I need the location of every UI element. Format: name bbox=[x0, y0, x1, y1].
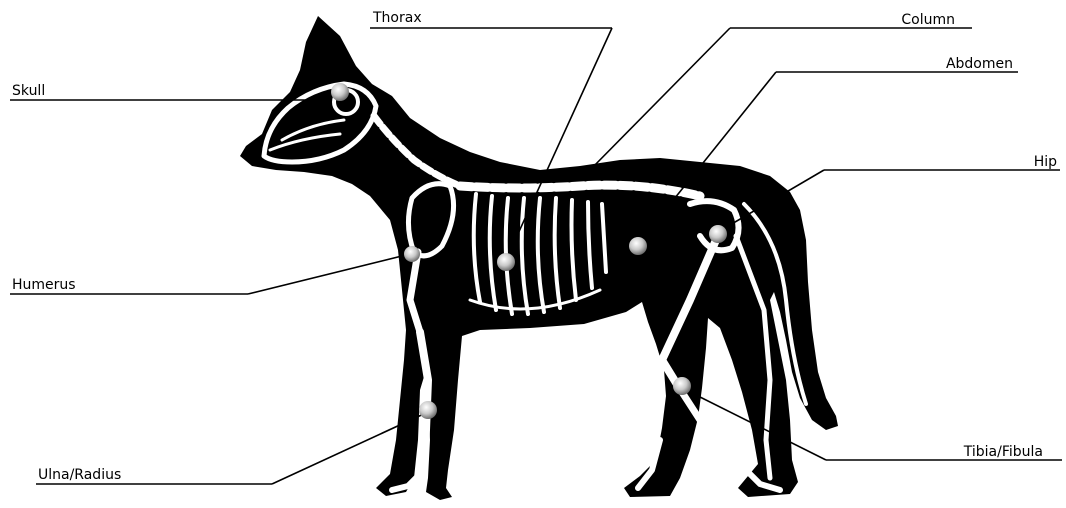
label-tibia-fibula: Tibia/Fibula bbox=[963, 444, 1043, 460]
label-skull: Skull bbox=[12, 83, 45, 99]
ulna-radius-marker[interactable] bbox=[419, 401, 437, 419]
thorax-marker[interactable] bbox=[497, 253, 515, 271]
label-ulna-radius: Ulna/Radius bbox=[38, 467, 121, 483]
hip-marker[interactable] bbox=[709, 225, 727, 243]
label-thorax: Thorax bbox=[372, 10, 422, 26]
tibia-fibula-marker[interactable] bbox=[673, 377, 691, 395]
column-leader bbox=[590, 28, 730, 170]
label-hip: Hip bbox=[1034, 154, 1057, 170]
humerus-marker[interactable] bbox=[404, 246, 420, 262]
ulna-radius-bone bbox=[420, 332, 428, 470]
skull-marker[interactable] bbox=[331, 83, 349, 101]
label-abdomen: Abdomen bbox=[946, 56, 1013, 72]
humerus-leader bbox=[248, 254, 410, 294]
label-humerus: Humerus bbox=[12, 277, 76, 293]
label-column: Column bbox=[901, 12, 955, 28]
abdomen-marker[interactable] bbox=[629, 237, 647, 255]
